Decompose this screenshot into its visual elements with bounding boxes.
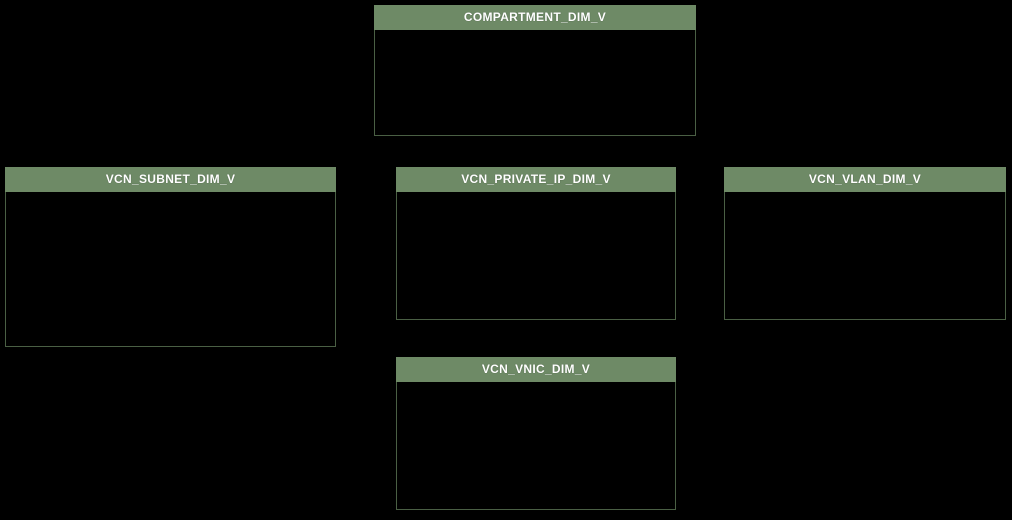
entity-attribute-list [374,30,696,136]
entity-box[interactable]: VCN_VNIC_DIM_V [396,357,676,510]
entity-title[interactable]: COMPARTMENT_DIM_V [374,5,696,30]
entity-title[interactable]: VCN_VNIC_DIM_V [396,357,676,382]
entity-attribute-list [396,382,676,510]
entity-box[interactable]: VCN_SUBNET_DIM_V [5,167,336,347]
entity-box[interactable]: VCN_VLAN_DIM_V [724,167,1006,320]
entity-attribute-list [724,192,1006,320]
entity-box[interactable]: VCN_PRIVATE_IP_DIM_V [396,167,676,320]
entity-title[interactable]: VCN_SUBNET_DIM_V [5,167,336,192]
entity-title[interactable]: VCN_PRIVATE_IP_DIM_V [396,167,676,192]
entity-attribute-list [396,192,676,320]
entity-title[interactable]: VCN_VLAN_DIM_V [724,167,1006,192]
entity-box[interactable]: COMPARTMENT_DIM_V [374,5,696,136]
entity-attribute-list [5,192,336,347]
